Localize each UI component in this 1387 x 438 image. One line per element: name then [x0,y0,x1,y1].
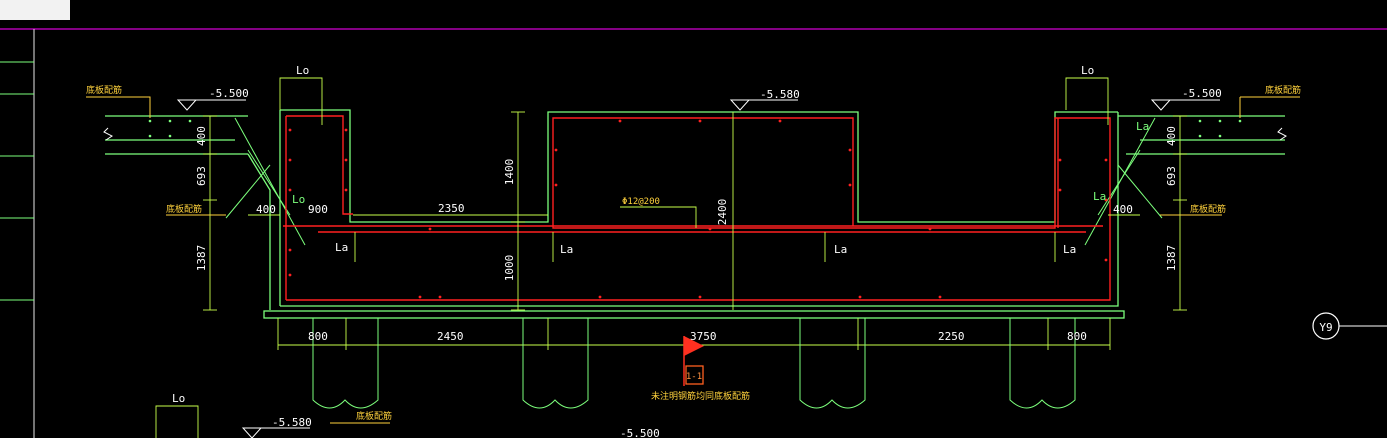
note-flag: 未注明钢筋均同底板配筋 [651,390,750,402]
dim-bottom-2450: 2450 [437,330,464,343]
lap-label-4: La [1063,243,1076,256]
rebar-spec: Φ12@200 [622,197,660,207]
section-flag[interactable]: 1-1 [683,336,704,386]
note-slab-left-low: 底板配筋 [166,203,202,215]
dim-1000: 1000 [503,255,516,282]
axis-bubble-label: Y9 [1319,321,1332,334]
dim-400-right: 400 [1113,203,1133,216]
dim-bottom-800-left: 800 [308,330,328,343]
flag-tag: 1-1 [686,372,702,382]
lap-label-haunch-right-top: La [1136,120,1149,133]
note-slab-bottom: 底板配筋 [356,410,392,422]
lap-label-haunch-right: La [1093,190,1106,203]
concrete-outline [105,109,1285,319]
slab-rebar-dots [148,119,1242,138]
dim-693-left: 693 [195,166,208,186]
dim-1387-left: 1387 [195,245,208,272]
dim-bottom-800-right: 800 [1067,330,1087,343]
lap-label-haunch-left: Lo [292,193,305,206]
dim-900: 900 [308,203,328,216]
break-symbols [103,127,1287,141]
dimension-lines [155,77,1187,438]
dim-bottom-2250: 2250 [938,330,965,343]
dim-2400: 2400 [716,199,729,226]
dim-1387-right: 1387 [1165,245,1178,272]
elevation-left: -5.500 [209,87,249,100]
dim-bottom-3750: 3750 [690,330,717,343]
lap-label-top-left: Lo [296,64,309,77]
lap-label-3: La [834,243,847,256]
dimension-texts: 800 2450 3750 2250 800 2350 900 400 400 … [195,126,1178,343]
left-panel-ticks [0,61,34,301]
note-slab-right: 底板配筋 [1265,84,1301,96]
elevation-markers [176,99,1220,438]
elevation-mid: -5.580 [760,88,800,101]
rebar-lines [283,115,1111,301]
dim-1400: 1400 [503,159,516,186]
haunch-rebars [225,117,1163,246]
note-slab-left: 底板配筋 [86,84,122,96]
piles [312,318,1076,409]
lap-label-1: La [335,241,348,254]
elevation-bottom-mid: -5.500 [620,427,660,438]
lap-label-top-right: Lo [1081,64,1094,77]
dim-400-left: 400 [256,203,276,216]
dim-693-right: 693 [1165,166,1178,186]
note-leaders [86,96,1300,424]
lap-labels: Lo Lo Lo Lo La La La La La La [172,64,1149,405]
axis-bubble-y9[interactable]: Y9 [1312,312,1387,340]
elevation-right: -5.500 [1182,87,1222,100]
elevation-bottom-left: -5.580 [272,416,312,429]
lap-label-bottom-left: Lo [172,392,185,405]
elevation-texts: -5.500 -5.580 -5.500 -5.580 -5.500 [209,87,1222,438]
dim-2350: 2350 [438,202,465,215]
lap-label-2: La [560,243,573,256]
layout-tab[interactable] [0,0,70,20]
note-slab-right-low: 底板配筋 [1190,203,1226,215]
rebar-dots [288,119,1108,299]
dim-400-right-vert: 400 [1165,126,1178,146]
note-texts: 底板配筋 底板配筋 底板配筋 底板配筋 底板配筋 未注明钢筋均同底板配筋 Φ12… [86,84,1301,422]
dim-400-left-vert: 400 [195,126,208,146]
